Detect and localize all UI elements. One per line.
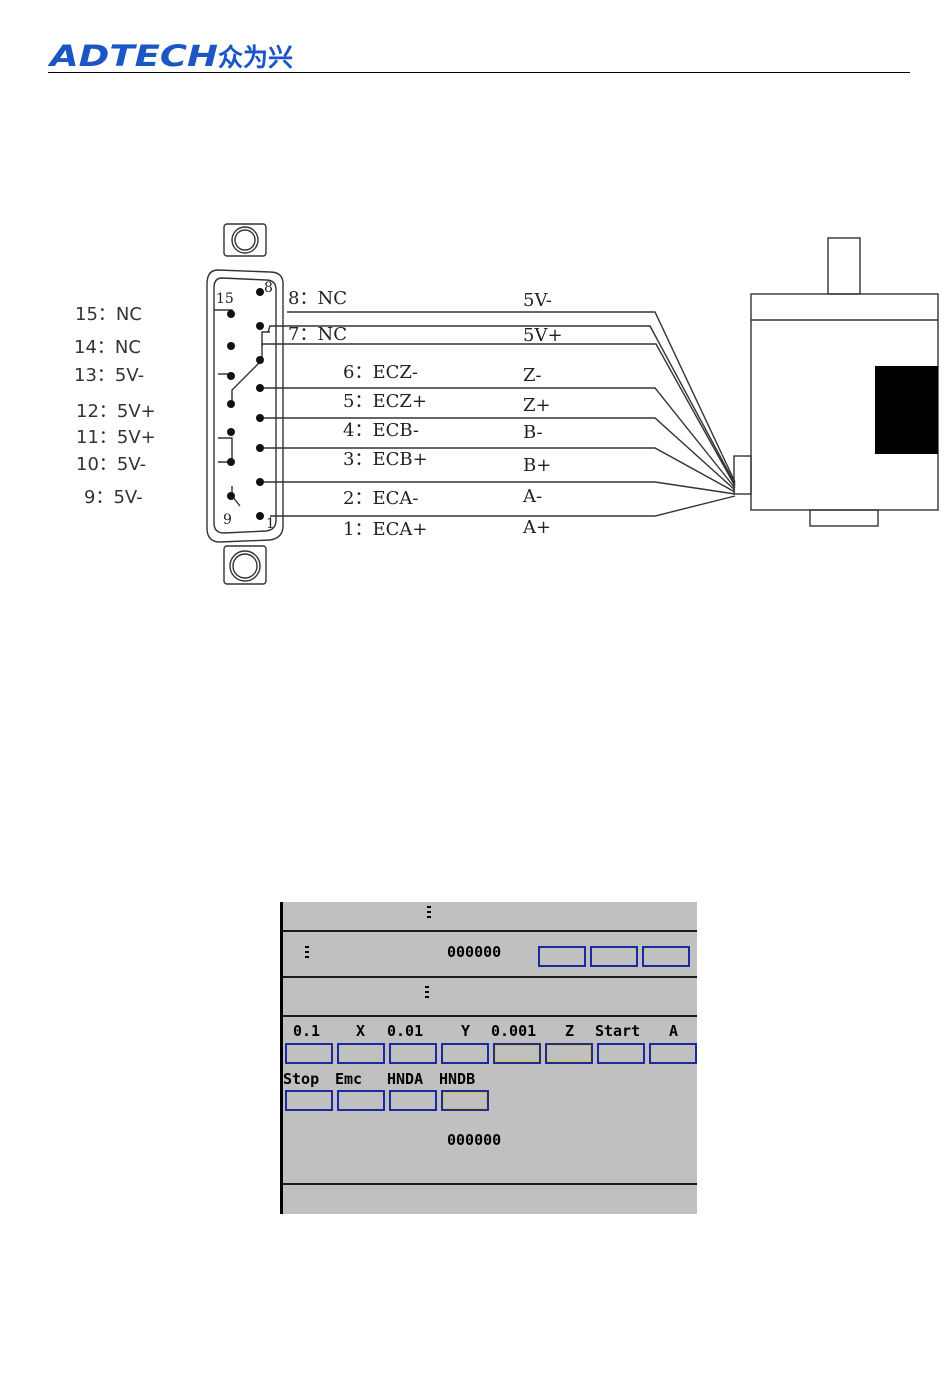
page-header: ADTECH 众为兴	[48, 40, 910, 74]
tick-mark	[305, 946, 309, 960]
panel-divider	[283, 1015, 697, 1017]
io-label: HNDB	[439, 1070, 475, 1088]
pin-number-15: 15	[216, 291, 234, 307]
encoder-signal-label: B+	[523, 455, 551, 476]
encoder-signal-label: A+	[522, 517, 551, 538]
io-indicator	[493, 1043, 541, 1064]
encoder-signal-label: A-	[522, 486, 542, 507]
io-indicator	[545, 1043, 593, 1064]
encoder-signal-label: 5V+	[523, 325, 563, 346]
status-box	[590, 946, 638, 967]
tick-mark	[427, 906, 431, 920]
io-indicator	[441, 1090, 489, 1111]
counter-value-bottom: 000000	[447, 1131, 501, 1149]
right-pin-label: 5：ECZ+	[343, 391, 427, 412]
right-pin-label: 8：NC	[288, 288, 347, 309]
io-label: HNDA	[387, 1070, 423, 1088]
io-label: 0.001	[491, 1022, 536, 1040]
io-indicator	[597, 1043, 645, 1064]
left-pin-label: 10：5V-	[76, 454, 146, 475]
left-pin-label: 13：5V-	[74, 365, 144, 386]
pin-number-8: 8	[264, 280, 273, 296]
encoder-signal-label: Z+	[523, 395, 551, 416]
status-box	[642, 946, 690, 967]
right-pin-label: 6：ECZ-	[343, 362, 418, 383]
io-indicator	[389, 1043, 437, 1064]
right-pin-label: 7：NC	[288, 324, 347, 345]
io-label: A	[669, 1022, 678, 1040]
io-label: X	[356, 1022, 365, 1040]
left-pin-label: 9：5V-	[84, 487, 143, 508]
io-indicator	[337, 1043, 385, 1064]
brand-latin: ADTECH	[48, 40, 218, 70]
io-indicator	[649, 1043, 697, 1064]
status-box	[538, 946, 586, 967]
panel-divider	[283, 1183, 697, 1185]
io-indicator	[285, 1090, 333, 1111]
io-indicator	[389, 1090, 437, 1111]
counter-value-top: 000000	[447, 943, 501, 961]
io-label: Emc	[335, 1070, 362, 1088]
io-label: 0.1	[293, 1022, 320, 1040]
io-test-panel: 000000 0.1 X 0.01 Y 0.001 Z Start A Stop…	[280, 902, 697, 1214]
encoder-signal-label: 5V-	[523, 290, 552, 311]
io-label: Start	[595, 1022, 640, 1040]
adtech-logo: ADTECH 众为兴	[48, 40, 378, 70]
right-pin-label: 1：ECA+	[343, 519, 427, 540]
io-label: Y	[461, 1022, 470, 1040]
left-pin-label: 12：5V+	[76, 401, 156, 422]
right-pin-label: 4：ECB-	[343, 420, 419, 441]
left-pin-label: 14：NC	[74, 337, 141, 358]
io-indicator	[441, 1043, 489, 1064]
right-pin-label: 2：ECA-	[343, 488, 418, 509]
io-label: Z	[565, 1022, 574, 1040]
encoder-label-block	[875, 366, 938, 454]
header-rule	[48, 72, 910, 73]
panel-divider	[283, 976, 697, 978]
tick-mark	[425, 986, 429, 1000]
panel-divider	[283, 930, 697, 932]
io-indicator	[337, 1090, 385, 1111]
right-pin-label: 3：ECB+	[343, 449, 428, 470]
io-label: Stop	[283, 1070, 319, 1088]
pin-number-9: 9	[223, 512, 232, 528]
encoder-signal-label: Z-	[523, 365, 542, 386]
encoder-wiring-diagram: 15 8 9 1 15：NC 14：NC 13：5V- 12：5V+ 11：5V…	[0, 210, 950, 600]
encoder-signal-label: B-	[523, 422, 543, 443]
pin-number-1: 1	[266, 516, 275, 532]
io-indicator	[285, 1043, 333, 1064]
io-label: 0.01	[387, 1022, 423, 1040]
left-pin-label: 15：NC	[75, 304, 142, 325]
brand-cn: 众为兴	[218, 43, 293, 70]
left-pin-label: 11：5V+	[76, 427, 156, 448]
